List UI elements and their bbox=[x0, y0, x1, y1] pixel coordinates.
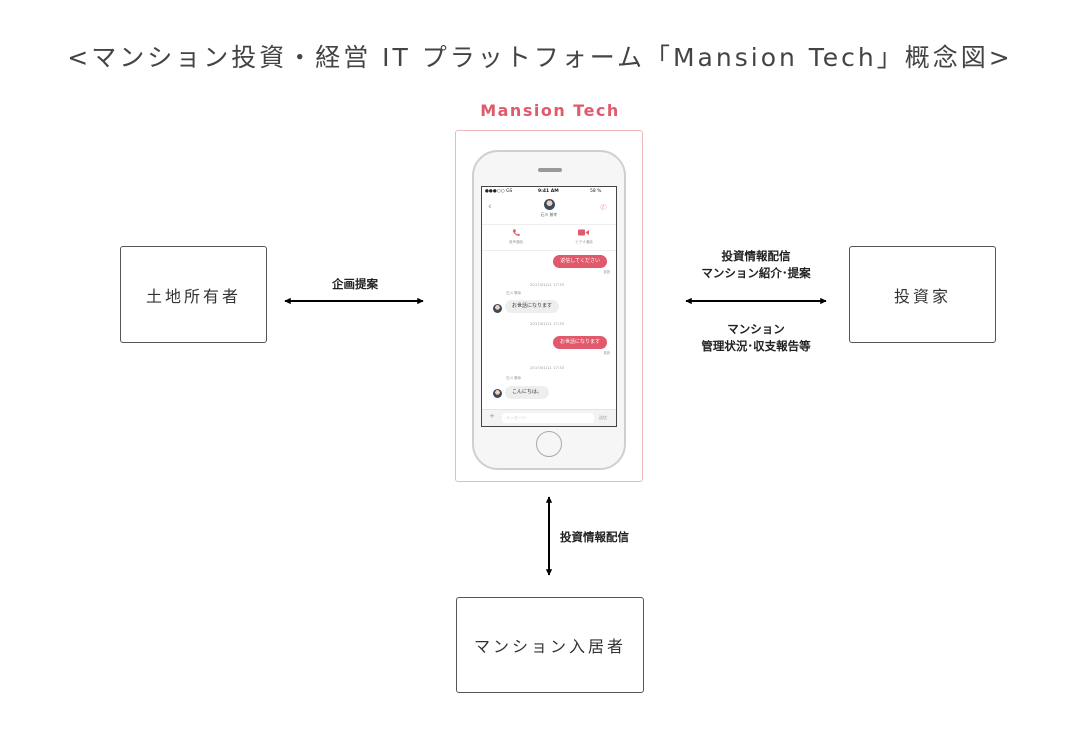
edge-label-investor-bottom-line1: マンション bbox=[727, 322, 785, 336]
edge-label-investor-top-line2: マンション紹介･提案 bbox=[701, 266, 811, 280]
edge-label-investor-bottom: マンション 管理状況･収支報告等 bbox=[680, 321, 832, 355]
node-landowner: 土地所有者 bbox=[120, 246, 267, 343]
send-button[interactable]: 送信 bbox=[599, 415, 607, 420]
edge-label-resident: 投資情報配信 bbox=[560, 530, 629, 544]
status-carrier: ●●●○○ GS bbox=[485, 189, 513, 194]
node-investor: 投資家 bbox=[849, 246, 996, 343]
node-investor-label: 投資家 bbox=[893, 286, 951, 306]
message-out: 返信してください bbox=[553, 255, 607, 268]
message-in: こんにちは。 bbox=[505, 386, 550, 399]
video-call-icon[interactable] bbox=[578, 229, 589, 236]
back-icon[interactable]: ‹ bbox=[488, 202, 492, 212]
video-call-label: ビデオ通話 bbox=[575, 240, 593, 244]
status-time: 9:41 AM bbox=[538, 189, 559, 194]
chat-header: ‹ 石川 勝幸 ✆ bbox=[482, 196, 616, 225]
message-out: お世話になります bbox=[552, 336, 607, 349]
message-sender: 石川 勝幸 bbox=[506, 376, 522, 380]
phone-screen: ●●●○○ GS 9:41 AM 58 % ‹ 石川 勝幸 ✆ 音声通話 ビデオ… bbox=[481, 186, 617, 427]
edge-label-investor-top-line1: 投資情報配信 bbox=[721, 249, 791, 263]
input-bar: + メッセージ 送信 bbox=[482, 409, 616, 426]
node-landowner-label: 土地所有者 bbox=[145, 286, 241, 306]
contact-avatar bbox=[544, 199, 555, 210]
phone-speaker bbox=[538, 168, 562, 172]
message-read: 既読 bbox=[603, 270, 610, 274]
call-row: 音声通話 ビデオ通話 bbox=[482, 224, 616, 251]
edge-label-investor-bottom-line2: 管理状況･収支報告等 bbox=[701, 339, 811, 353]
contact-name: 石川 勝幸 bbox=[540, 212, 558, 217]
brand-label: Mansion Tech bbox=[480, 101, 620, 120]
sender-avatar bbox=[493, 304, 502, 313]
voice-call-label: 音声通話 bbox=[509, 240, 523, 244]
message-timestamp: 2017/01/11 17:33 bbox=[530, 365, 565, 370]
edge-label-proposal: 企画提案 bbox=[332, 277, 378, 291]
plus-icon[interactable]: + bbox=[489, 412, 495, 420]
edge-label-investor-top: 投資情報配信 マンション紹介･提案 bbox=[680, 248, 832, 282]
voice-call-icon[interactable] bbox=[512, 228, 520, 237]
status-battery: 58 % bbox=[590, 189, 602, 194]
message-timestamp: 2017/01/11 17:33 bbox=[530, 282, 565, 287]
message-sender: 石川 勝幸 bbox=[506, 291, 522, 295]
status-bar: ●●●○○ GS 9:41 AM 58 % bbox=[482, 187, 616, 196]
phone-home-button bbox=[536, 431, 562, 457]
node-resident-label: マンション入居者 bbox=[473, 637, 626, 656]
app-frame bbox=[455, 130, 643, 482]
message-timestamp: 2017/01/11 17:33 bbox=[530, 321, 565, 326]
node-resident: マンション入居者 bbox=[456, 597, 644, 693]
message-read: 既読 bbox=[603, 351, 610, 355]
phone-call-icon[interactable]: ✆ bbox=[600, 203, 607, 212]
message-in: お世話になります bbox=[505, 300, 560, 313]
page-title: <マンション投資・経営 IT プラットフォーム「Mansion Tech」概念図… bbox=[67, 43, 1013, 72]
message-input[interactable]: メッセージ bbox=[502, 413, 594, 423]
sender-avatar bbox=[493, 389, 502, 398]
